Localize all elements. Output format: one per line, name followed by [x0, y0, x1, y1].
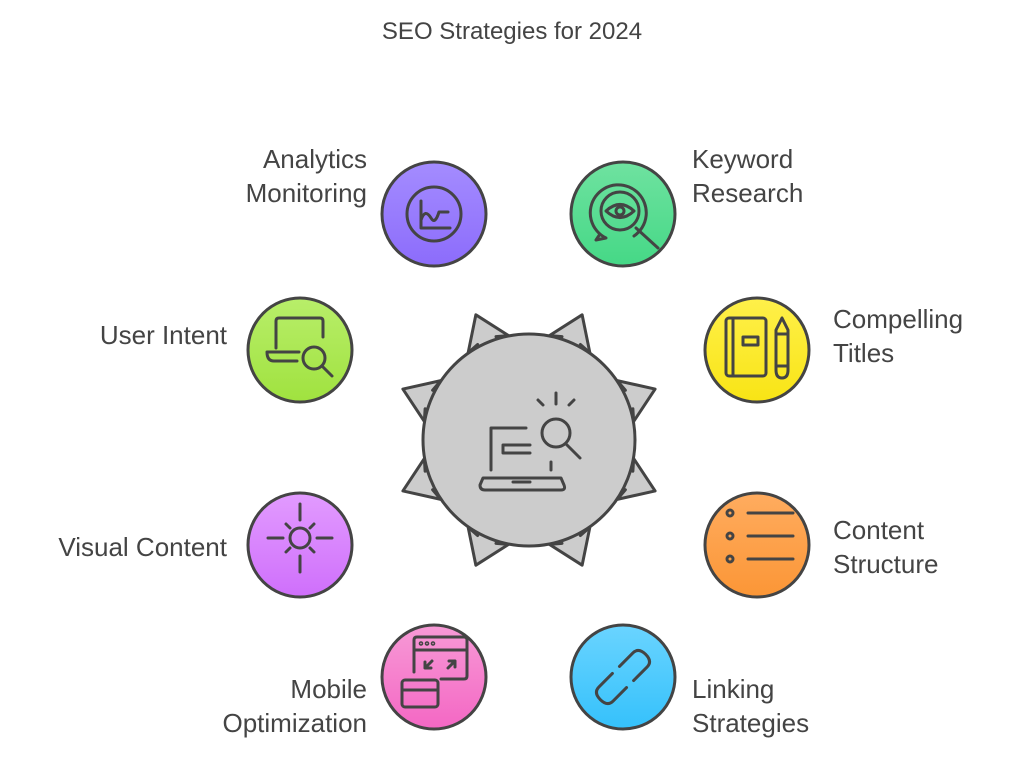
node-user-intent	[246, 296, 354, 404]
label-mobile-optimization-line1: Mobile	[290, 674, 367, 704]
label-visual-content: Visual Content	[58, 530, 227, 564]
label-content-structure-line2: Structure	[833, 549, 939, 579]
node-visual-content	[246, 491, 354, 599]
node-keyword-research	[569, 160, 677, 268]
label-keyword-research-line2: Research	[692, 178, 804, 208]
node-compelling-titles	[703, 296, 811, 404]
laptop-search-icon	[478, 391, 582, 492]
label-linking-strategies-line1: Linking	[692, 674, 775, 704]
node-analytics-monitoring	[380, 160, 488, 268]
label-linking-strategies: Linking Strategies	[692, 672, 809, 740]
node-linking-strategies	[569, 623, 677, 731]
label-keyword-research-line1: Keyword	[692, 144, 794, 174]
label-keyword-research: Keyword Research	[692, 142, 803, 210]
label-content-structure: Content Structure	[833, 513, 939, 581]
center-hub	[421, 332, 637, 548]
link-icon	[594, 648, 652, 706]
label-visual-content-line1: Visual Content	[58, 532, 227, 562]
label-linking-strategies-line2: Strategies	[692, 708, 810, 738]
label-analytics-monitoring-line2: Monitoring	[245, 178, 367, 208]
label-content-structure-line1: Content	[833, 515, 925, 545]
laptop-magnifier-icon	[265, 316, 334, 378]
node-content-structure	[703, 491, 811, 599]
bullet-list-icon	[725, 508, 795, 564]
notebook-pencil-icon	[724, 316, 790, 380]
eye-magnifier-icon	[588, 183, 660, 250]
label-analytics-monitoring-line1: Analytics	[262, 144, 367, 174]
node-mobile-optimization	[380, 623, 488, 731]
responsive-window-icon	[400, 635, 469, 709]
label-compelling-titles: Compelling Titles	[833, 302, 963, 370]
line-chart-icon	[405, 185, 463, 243]
label-mobile-optimization: Mobile Optimization	[223, 672, 368, 740]
label-compelling-titles-line1: Compelling	[833, 304, 964, 334]
label-analytics-monitoring: Analytics Monitoring	[246, 142, 367, 210]
label-user-intent: User Intent	[100, 318, 227, 352]
label-user-intent-line1: User Intent	[99, 320, 227, 350]
diagram-title: SEO Strategies for 2024	[381, 18, 643, 45]
label-mobile-optimization-line2: Optimization	[222, 708, 368, 738]
label-compelling-titles-line2: Titles	[833, 338, 895, 368]
sun-icon	[266, 502, 334, 574]
